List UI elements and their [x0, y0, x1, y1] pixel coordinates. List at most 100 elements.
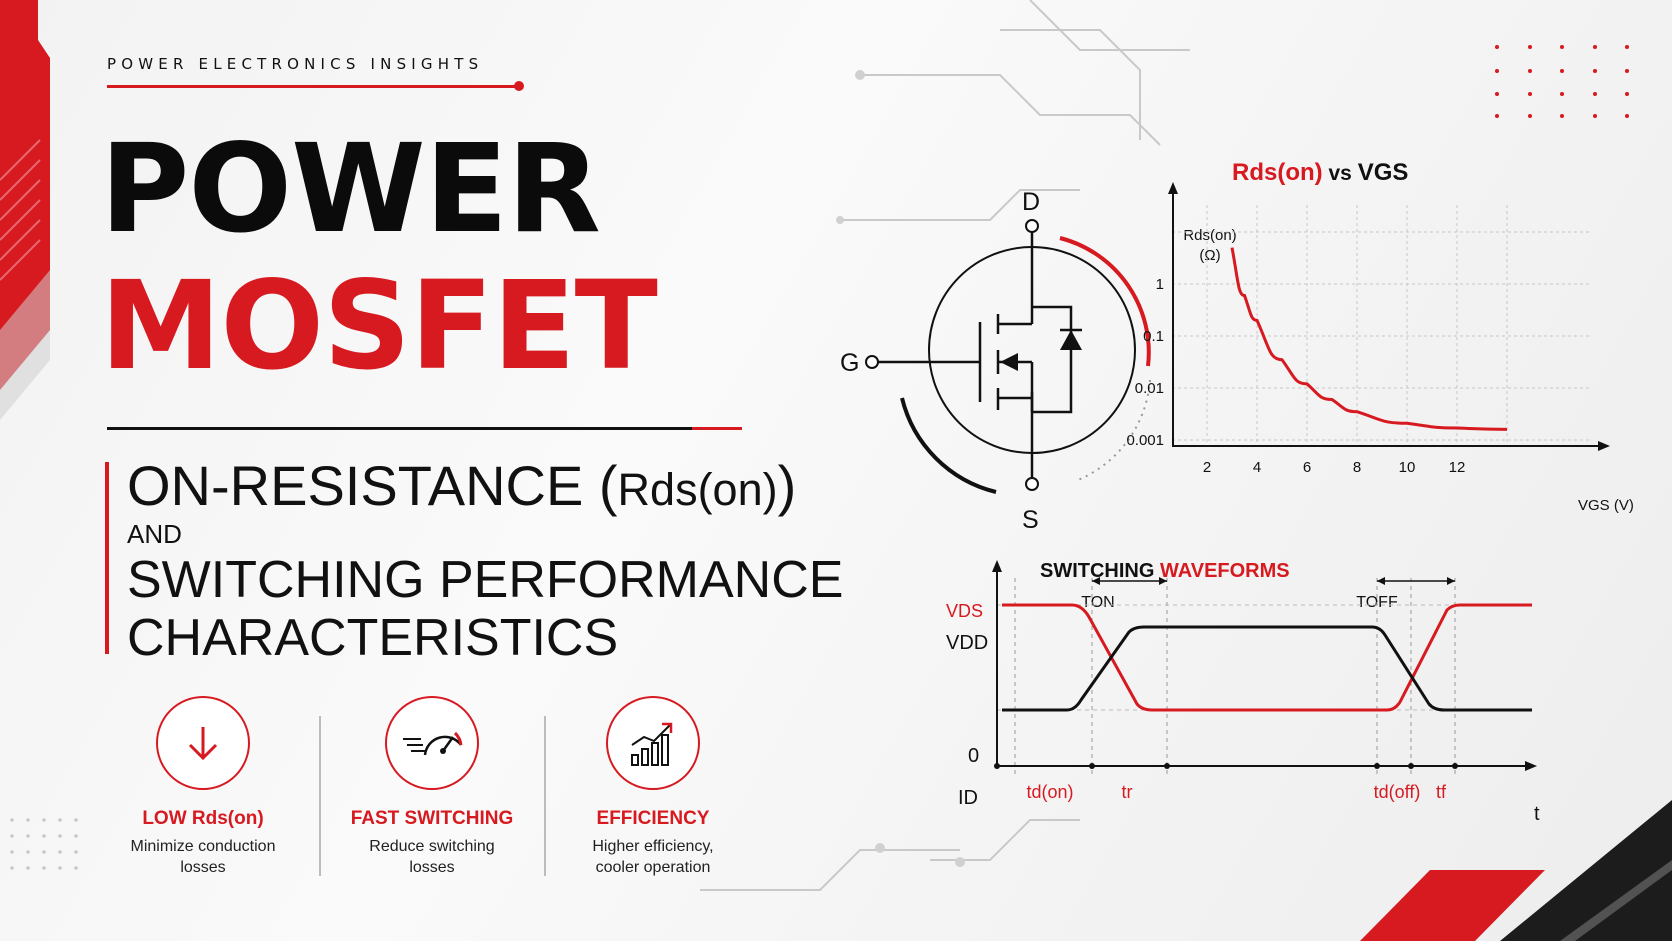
y-tick-label: 0.1: [1143, 328, 1164, 345]
x-tick-label: 4: [1253, 459, 1261, 476]
source-terminal: [1025, 477, 1039, 491]
time-tick-dot: [1089, 763, 1095, 769]
interval-arrowhead: [1159, 577, 1167, 585]
time-tick-dot: [1452, 763, 1458, 769]
time-tick-dot: [1374, 763, 1380, 769]
waveform-y-arrow: [992, 560, 1002, 572]
feature-desc-line1: Minimize conduction: [130, 838, 276, 855]
mosfet-symbol: D S G: [840, 188, 1151, 534]
chart-title-vgs: VGS: [1358, 159, 1409, 186]
switching-waveforms-chart: SWITCHING WAVEFORMS VDS VDD 0 ID t TON T…: [946, 560, 1540, 825]
ton-label: TON: [1081, 594, 1114, 611]
waveforms-title: SWITCHING WAVEFORMS: [1040, 560, 1290, 582]
title-power: POWER: [100, 118, 601, 260]
feature-icon-circle: [385, 696, 479, 790]
feature-desc-line2: cooler operation: [595, 859, 711, 876]
x-tick-label: 10: [1399, 459, 1416, 476]
subtitle-and: AND: [127, 519, 182, 549]
feature-desc: Higher efficiency, cooler operation: [538, 836, 768, 878]
time-marker-label: tr: [1122, 782, 1133, 802]
symbol-wiring: [876, 232, 1073, 480]
kicker-underline: [107, 85, 519, 88]
feature-title: EFFICIENCY: [596, 808, 710, 829]
waveform-axes: [992, 560, 1537, 771]
subtitle-close-paren: ): [777, 454, 797, 517]
time-axis-label: t: [1534, 803, 1540, 825]
kicker-text: POWER ELECTRONICS INSIGHTS: [107, 55, 484, 73]
y-axis-label-line1: Rds(on): [1183, 227, 1236, 244]
vds-label: VDS: [946, 601, 983, 621]
feature-desc-line1: Reduce switching: [369, 838, 495, 855]
dot-grid-red: [1495, 45, 1629, 118]
kicker-dot: [514, 81, 524, 91]
circuit-nodes: [836, 70, 965, 867]
chart-grid: [1172, 205, 1590, 446]
feature-desc: Reduce switching losses: [317, 836, 547, 878]
gate-terminal: [865, 355, 879, 369]
drain-label: D: [1022, 188, 1040, 216]
symbol-body-diode: [1060, 330, 1082, 350]
feature-desc-line2: losses: [409, 859, 455, 876]
bar-chart-growth-icon: [631, 722, 673, 766]
time-markers: td(on) tr td(off) tf: [994, 763, 1458, 802]
feature-separator: [319, 716, 321, 876]
title-divider: [107, 427, 742, 430]
id-label: ID: [958, 787, 978, 809]
interval-arrowhead: [1447, 577, 1455, 585]
x-axis-arrow: [1598, 441, 1610, 451]
time-tick-dot: [994, 763, 1000, 769]
vdd-label: VDD: [946, 632, 988, 654]
chart-title-rds: Rds(on): [1232, 159, 1323, 186]
interval-arrowhead: [1092, 577, 1100, 585]
y-axis-label-line2: (Ω): [1199, 247, 1220, 264]
subtitle-switching: SWITCHING PERFORMANCE: [127, 551, 844, 609]
waveforms-title-switching: SWITCHING: [1040, 560, 1160, 582]
feature-title: FAST SWITCHING: [350, 808, 514, 829]
feature-desc: Minimize conduction losses: [88, 836, 318, 878]
title-divider-accent: [692, 427, 742, 430]
subtitle-on-resistance-text: ON-RESISTANCE (: [127, 454, 618, 517]
feature-desc-line1: Higher efficiency,: [592, 838, 714, 855]
interval-arrowhead: [1377, 577, 1385, 585]
left-grey-shard: [0, 270, 50, 420]
corner-dark-shard: [1500, 800, 1672, 941]
time-marker-label: td(on): [1026, 782, 1073, 802]
chart-title: Rds(on) vs VGS: [1232, 159, 1408, 186]
y-tick-label: 1: [1156, 276, 1164, 293]
y-tick-label: 0.01: [1135, 380, 1164, 397]
feature-low-rds: LOW Rds(on) Minimize conduction losses: [88, 696, 318, 878]
x-tick-label: 2: [1203, 459, 1211, 476]
time-tick-dot: [1164, 763, 1170, 769]
feature-desc-line2: losses: [180, 859, 226, 876]
symbol-dotted-arc: [1077, 379, 1151, 481]
time-marker-label: td(off): [1374, 782, 1421, 802]
time-marker-label: tf: [1436, 782, 1447, 802]
subtitle-rds: Rds(on): [617, 464, 778, 515]
corner-grey-line: [1560, 860, 1672, 941]
chart-axes: [1168, 182, 1610, 451]
x-tick-label: 8: [1353, 459, 1361, 476]
feature-icon-circle: [156, 696, 250, 790]
subtitle-on-resistance: ON-RESISTANCE (Rds(on)): [127, 456, 796, 520]
feature-fast-switching: FAST SWITCHING Reduce switching losses: [317, 696, 547, 878]
x-axis-label: VGS (V): [1578, 497, 1634, 514]
waveform-lines: [1002, 603, 1532, 712]
feature-separator: [544, 716, 546, 876]
gate-label: G: [840, 349, 859, 377]
waveforms-title-waveforms: WAVEFORMS: [1160, 560, 1290, 582]
arrow-down-icon: [188, 727, 218, 761]
symbol-channel-arrow: [1000, 353, 1018, 371]
subtitle-accent-bar: [105, 462, 109, 654]
y-tick-label: 0.001: [1126, 432, 1164, 449]
symbol-black-arc: [900, 397, 997, 494]
subtitle-characteristics: CHARACTERISTICS: [127, 609, 619, 667]
symbol-red-arc: [1059, 236, 1151, 367]
id-waveform: [1002, 625, 1532, 712]
feature-title: LOW Rds(on): [142, 808, 264, 829]
rds-curve: [1230, 247, 1508, 431]
corner-red-shard: [1360, 870, 1545, 941]
time-tick-dot: [1408, 763, 1414, 769]
